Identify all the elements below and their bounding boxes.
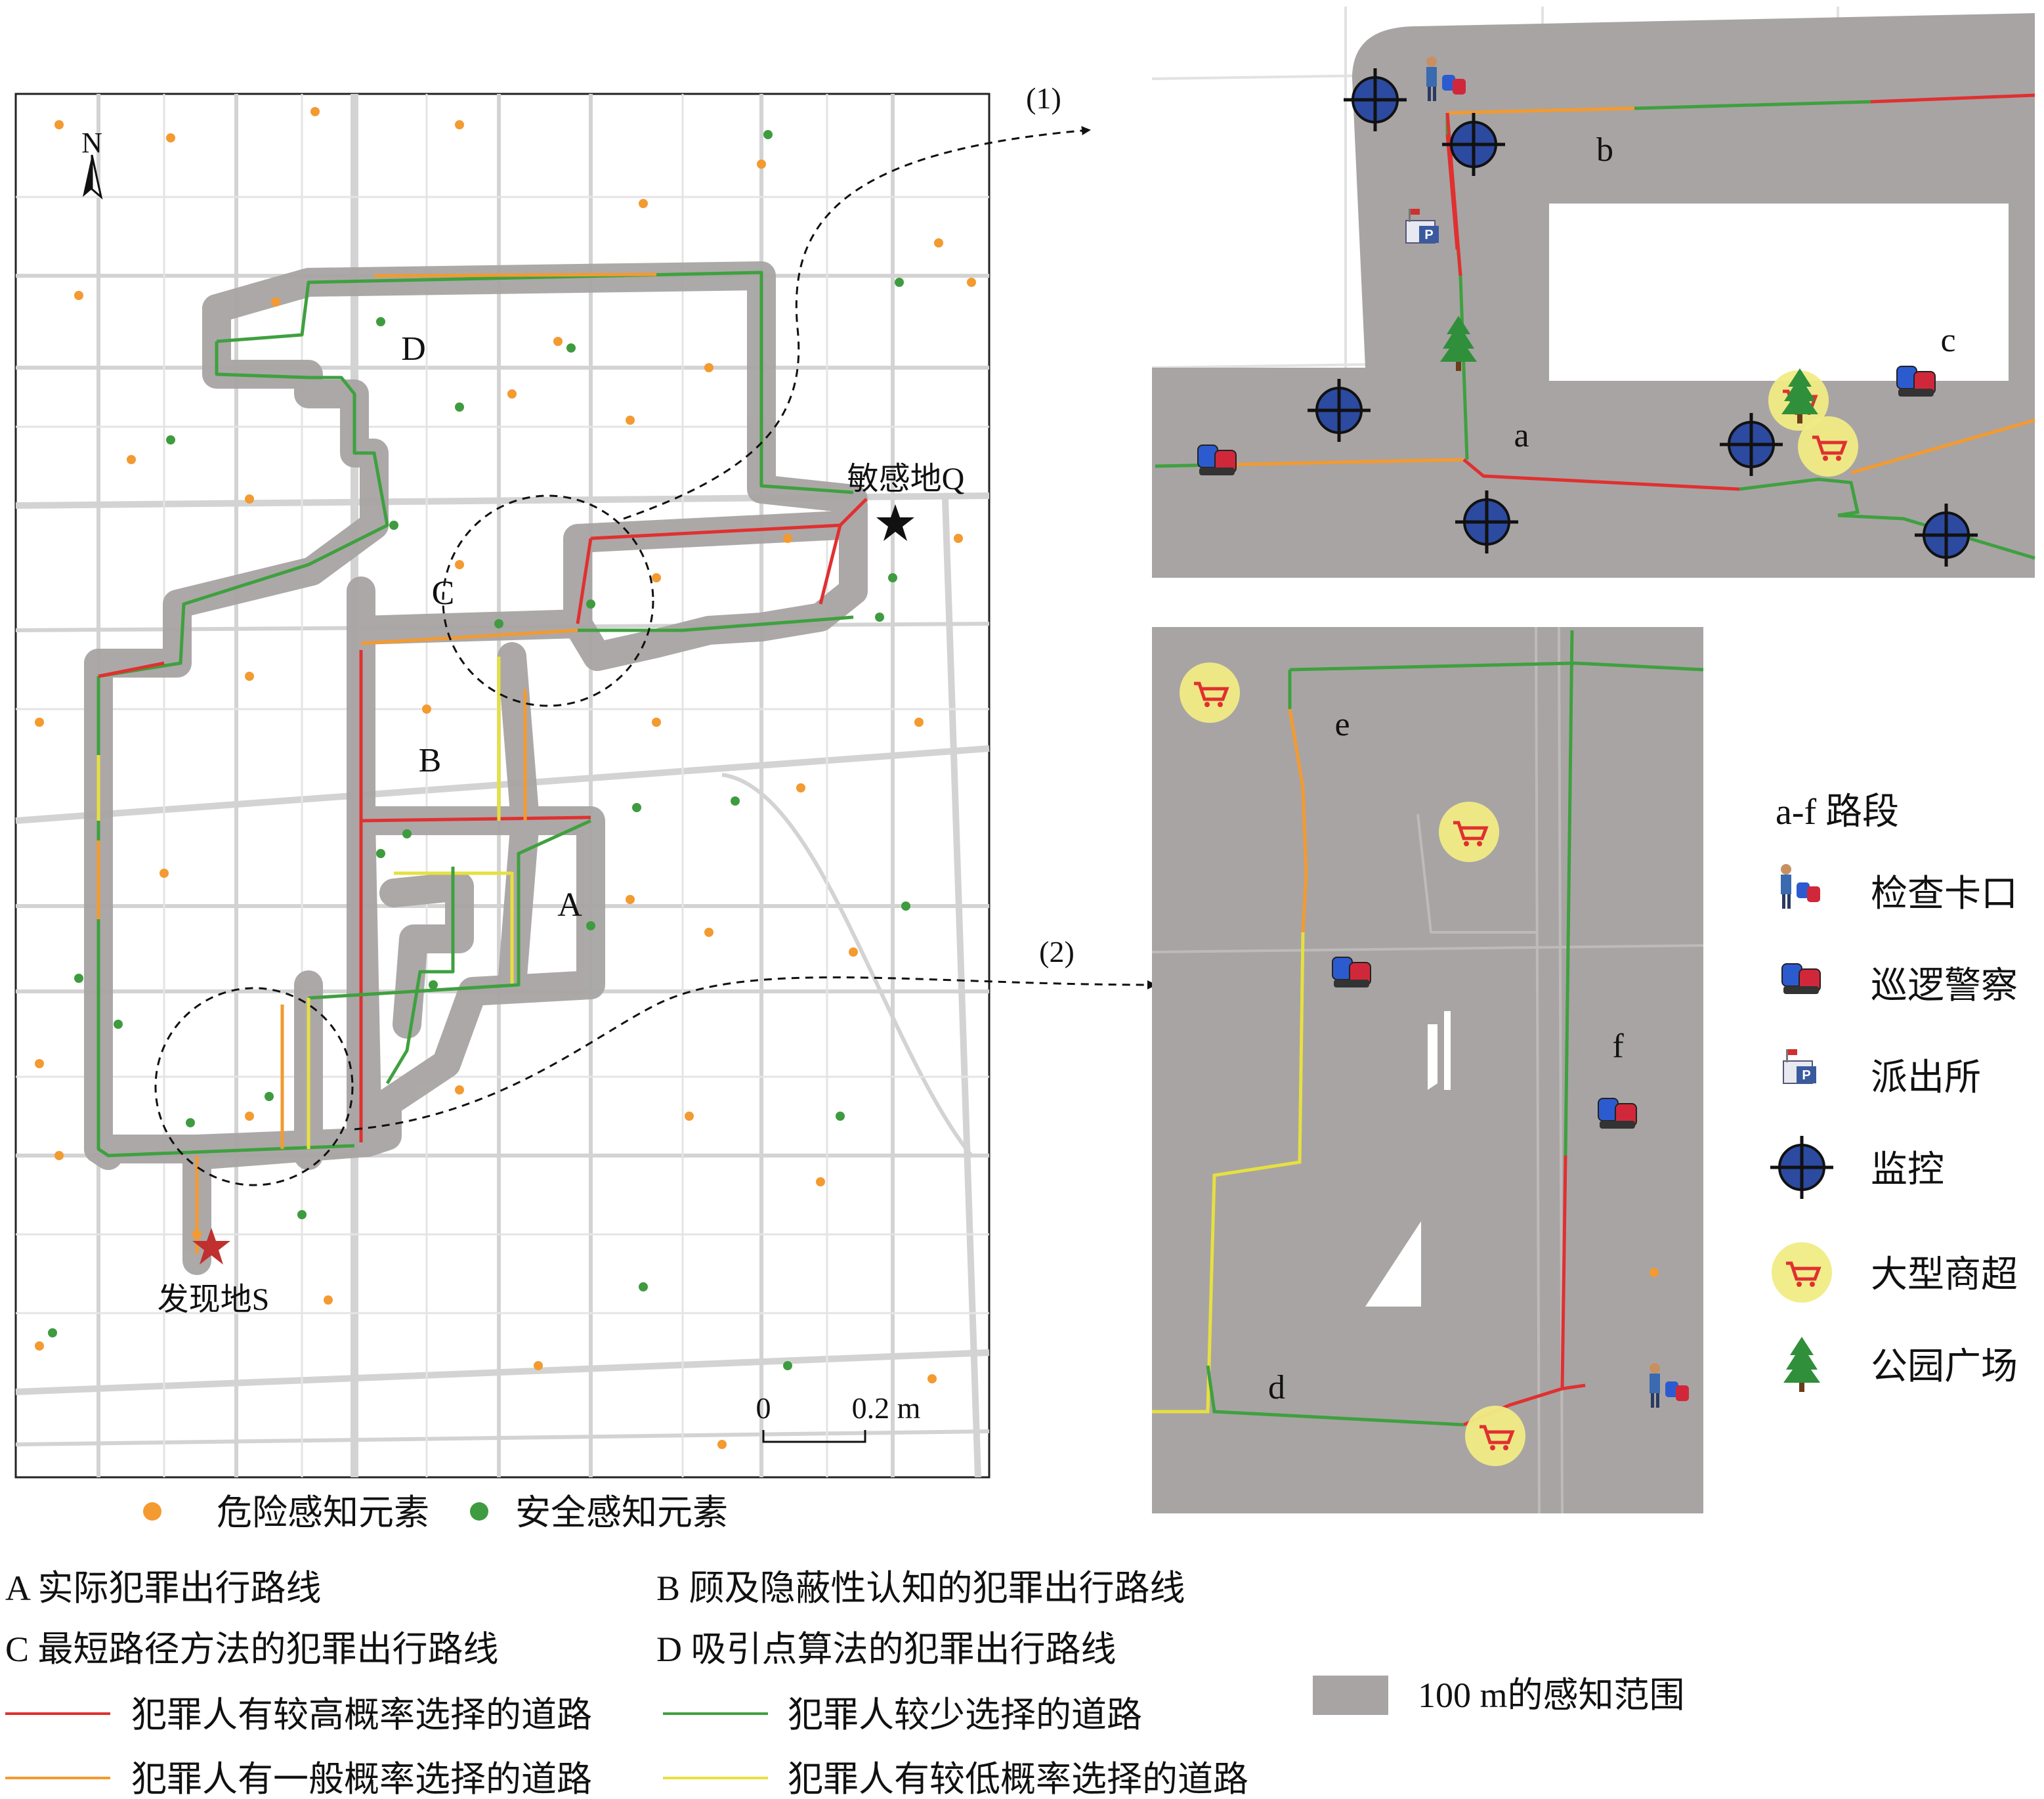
scale-bar [762, 1430, 866, 1443]
route-d-west [98, 341, 389, 678]
supermarket-icon [1180, 662, 1240, 723]
legend-park: 公园广场 [1871, 1347, 2018, 1387]
inset-2: e f d [1151, 626, 1704, 1514]
supermarket-icon [1439, 802, 1499, 862]
callout-2-label: (2) [1039, 935, 1075, 968]
range-legend: 100 m的感知范围 [1313, 1676, 1685, 1715]
route-legend: A 实际犯罪出行路线 B 顾及隐蔽性认知的犯罪出行路线 C 最短路径方法的犯罪出… [5, 1569, 1185, 1669]
legend-segments: a-f 路段 [1776, 792, 1899, 833]
legend-road-medium: 犯罪人有一般概率选择的道路 [131, 1760, 592, 1799]
place-s-label: 发现地S [158, 1282, 270, 1317]
legend-station: 派出所 [1871, 1058, 1981, 1098]
focus-circle-1 [442, 494, 654, 707]
legend-road-rare: 犯罪人较少选择的道路 [788, 1695, 1142, 1735]
scale-zero: 0 [756, 1391, 771, 1425]
route-label-d: D [401, 330, 426, 368]
legend-checkpoint: 检查卡口 [1871, 874, 2018, 915]
symbol-legend: a-f 路段 检查卡口 巡逻警察 派出所 监控 大型商超 公园广场 [1770, 792, 2018, 1392]
point-legend: 危险感知元素 安全感知元素 [143, 1493, 728, 1532]
scale-distance: 0.2 m [852, 1391, 921, 1425]
safe-points [48, 130, 910, 1370]
focus-circle-2 [154, 987, 354, 1186]
danger-points [35, 107, 976, 1449]
danger-point-swatch [143, 1502, 161, 1521]
legend-surveillance: 监控 [1871, 1150, 1944, 1190]
patrol-police-icon [1781, 963, 1821, 995]
checkpoint-icon [1781, 864, 1820, 909]
route-d [216, 271, 854, 494]
legend-route-c: C 最短路径方法的犯罪出行路线 [5, 1630, 499, 1669]
segment-label-a: a [1514, 417, 1529, 454]
callout-1-arrow [623, 126, 1091, 520]
place-q-label: 敏感地Q [847, 462, 965, 496]
discovery-place-star-icon [192, 1228, 230, 1265]
segment-label-c: c [1940, 322, 1955, 359]
surveillance-icon [1770, 1136, 1833, 1199]
supermarket-icon [1798, 416, 1858, 477]
segment-label-b: b [1596, 131, 1613, 169]
north-arrow-icon [83, 154, 103, 200]
route-label-b: B [419, 742, 442, 779]
legend-danger: 危险感知元素 [217, 1493, 429, 1532]
segment-label-f: f [1612, 1028, 1624, 1065]
supermarket-icon [1772, 1242, 1832, 1303]
sensitive-place-star-icon [876, 504, 914, 541]
route-label-a: A [557, 886, 582, 924]
range-swatch [1313, 1676, 1388, 1715]
supermarket-icon [1465, 1406, 1525, 1466]
route-d-orange [373, 272, 657, 278]
legend-route-d: D 吸引点算法的犯罪出行路线 [656, 1630, 1117, 1669]
route-c-top [578, 615, 854, 632]
route-b-top [360, 628, 578, 645]
police-station-icon [1783, 1049, 1817, 1084]
callout-2-arrow [354, 976, 1157, 1131]
legend-route-b: B 顾及隐蔽性认知的犯罪出行路线 [656, 1569, 1185, 1608]
inset-1: b a c [1151, 7, 2035, 578]
safe-point-swatch [470, 1502, 488, 1521]
north-label: N [81, 127, 102, 159]
legend-supermarket: 大型商超 [1871, 1255, 2018, 1295]
legend-safe: 安全感知元素 [515, 1493, 728, 1532]
route-label-c: C [432, 574, 455, 612]
legend-road-low: 犯罪人有较低概率选择的道路 [788, 1760, 1248, 1799]
segment-label-d: d [1268, 1369, 1285, 1406]
segment-label-e: e [1334, 706, 1350, 743]
main-map: N D C B A 敏感地Q 发现地S 0 0.2 m [14, 93, 990, 1479]
legend-patrol: 巡逻警察 [1871, 966, 2018, 1007]
legend-route-a: A 实际犯罪出行路线 [5, 1569, 322, 1608]
route-lines [96, 271, 868, 1254]
road-legend: 犯罪人有较高概率选择的道路 犯罪人有一般概率选择的道路 犯罪人较少选择的道路 犯… [5, 1695, 1248, 1799]
legend-range: 100 m的感知范围 [1418, 1676, 1685, 1715]
inset-1-hole [1549, 204, 2009, 381]
callout-1-label: (1) [1026, 81, 1061, 115]
park-icon [1783, 1337, 1820, 1392]
legend-road-high: 犯罪人有较高概率选择的道路 [131, 1695, 592, 1735]
